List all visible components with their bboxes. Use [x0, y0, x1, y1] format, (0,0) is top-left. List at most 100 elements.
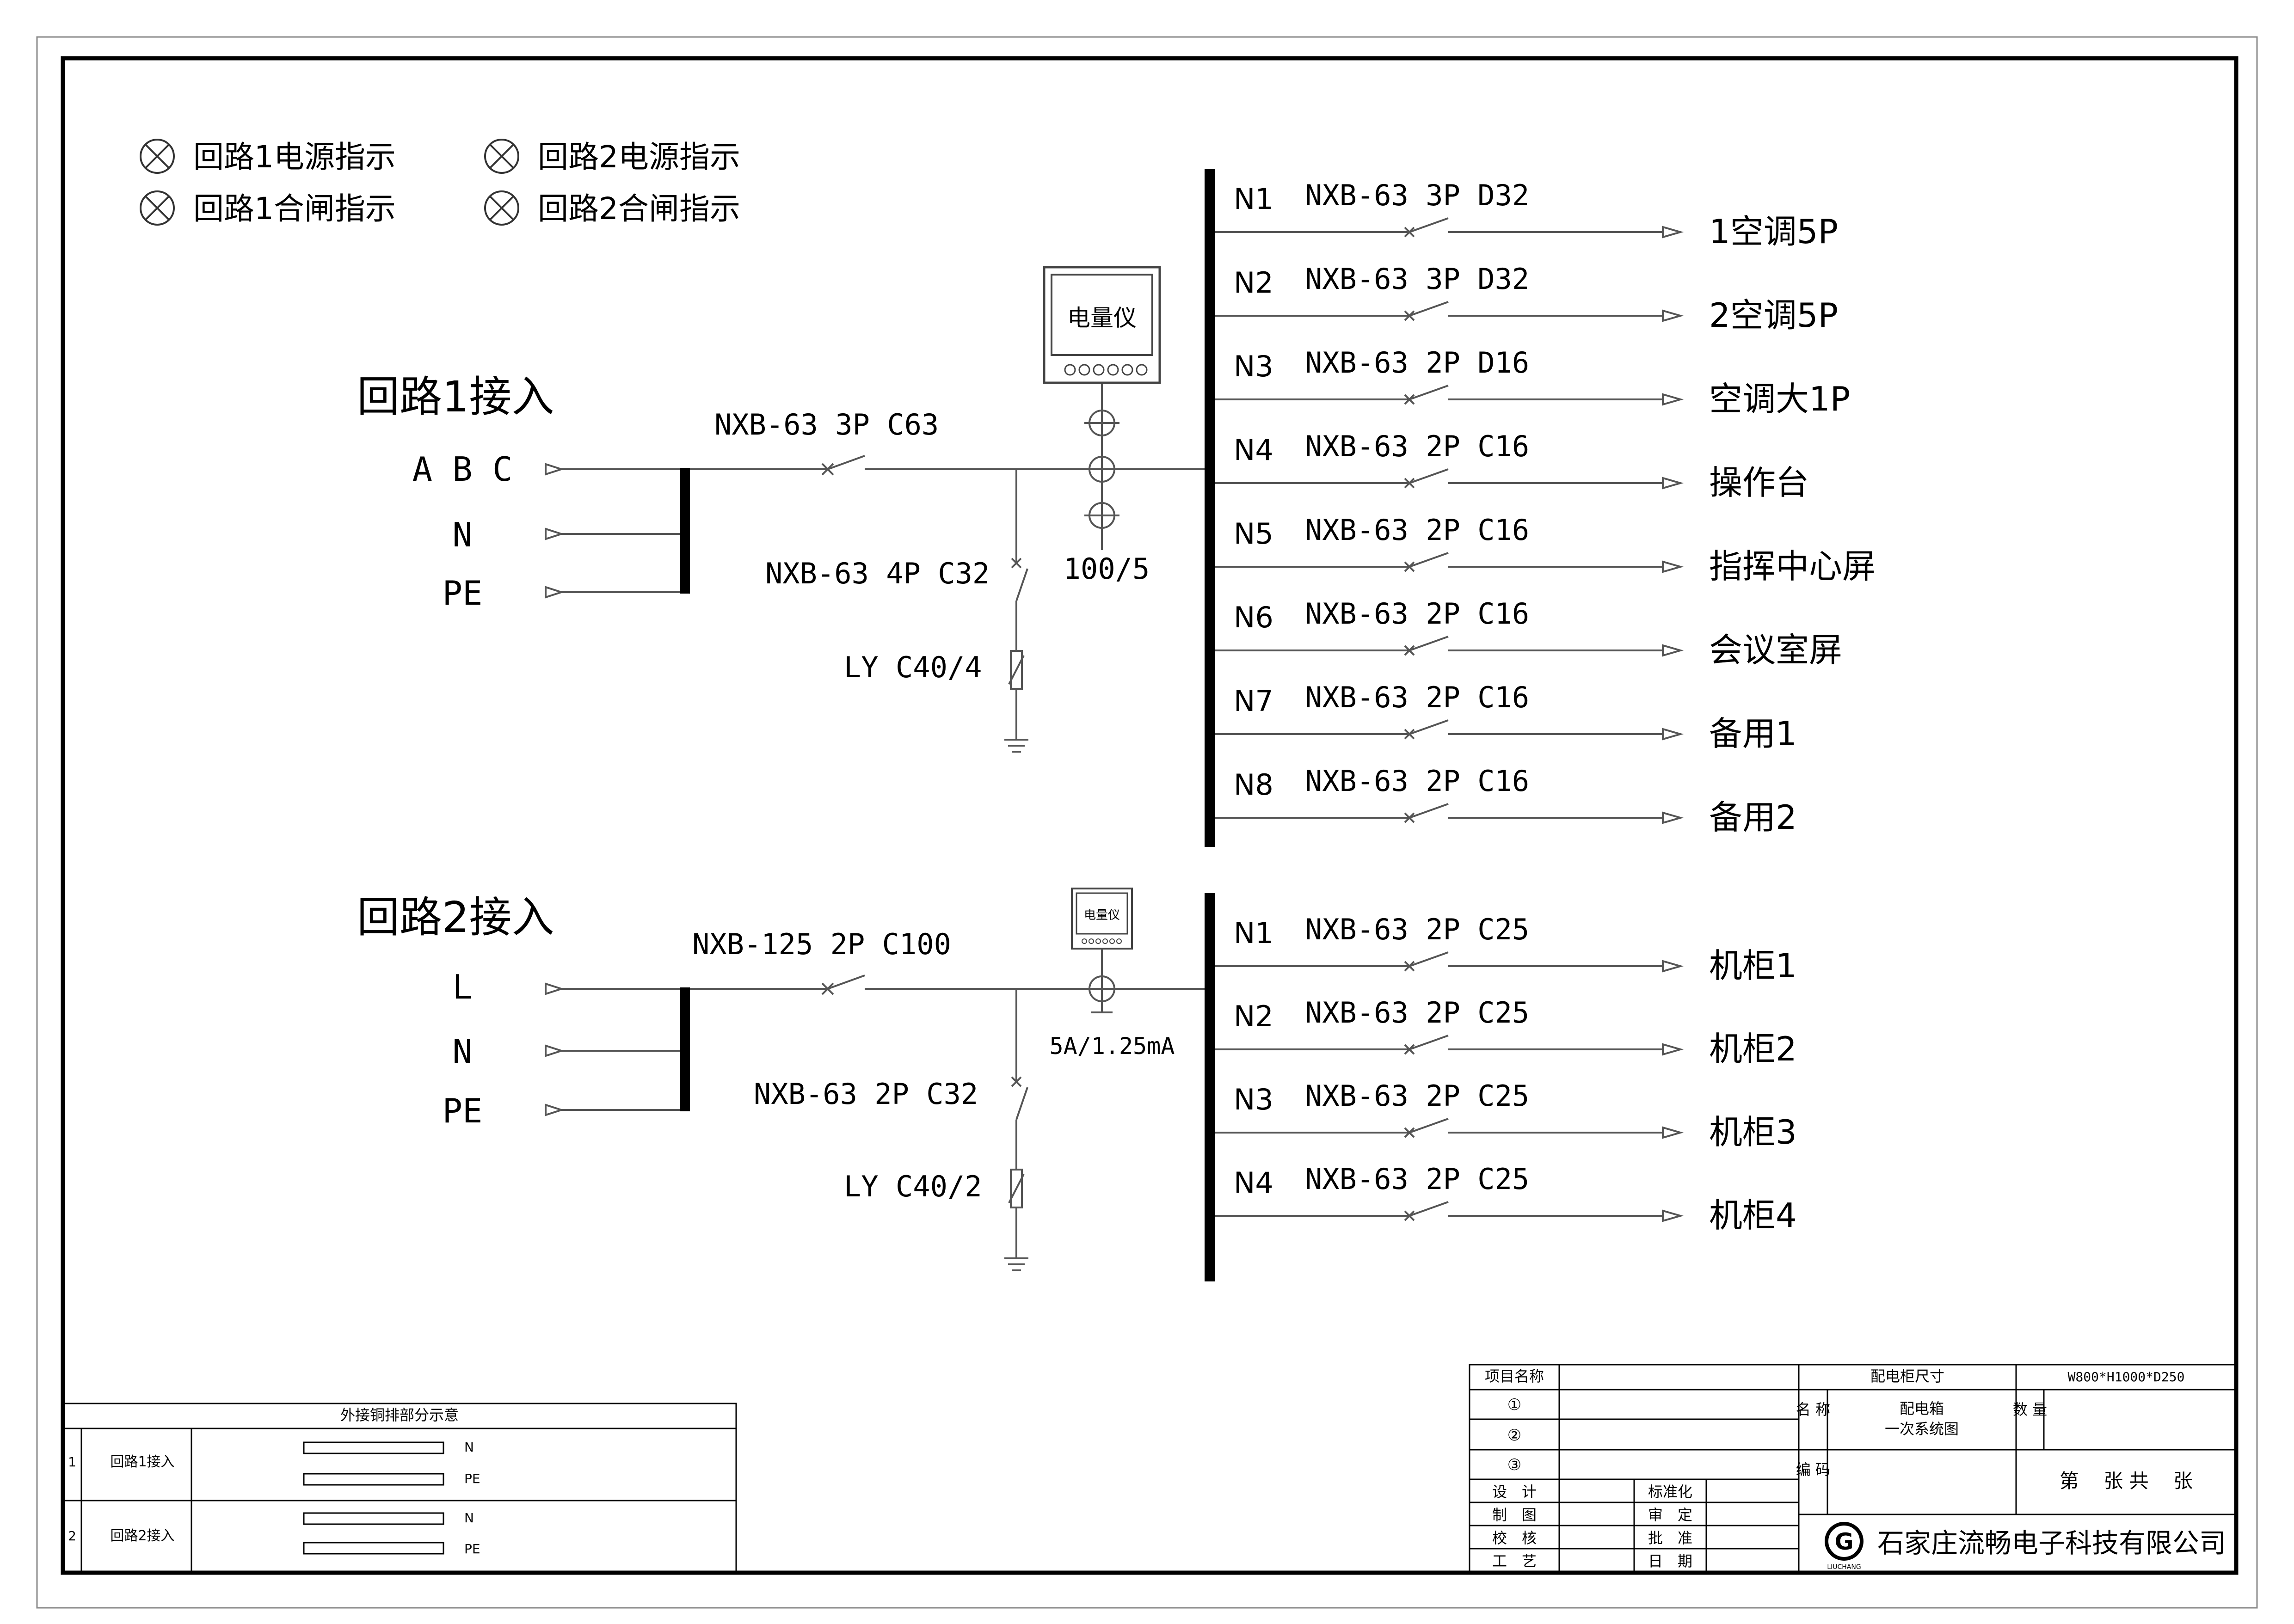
breaker-switch-icon: [1215, 385, 1684, 406]
name-value: 一次系统图: [1885, 1420, 1959, 1438]
role-label: 审 定: [1648, 1506, 1692, 1524]
branch-id: N7: [1234, 684, 1273, 718]
circuit-1: 回路1接入 A B C N PE NXB-63 3P C63 电量仪: [357, 169, 1876, 847]
branch-load-label: 空调大1P: [1709, 380, 1850, 418]
branch-breaker-label: NXB-63 2P C16: [1305, 764, 1529, 798]
surge-breaker-label: NXB-63 4P C32: [765, 557, 990, 590]
legend-label: 回路1电源指示: [193, 139, 396, 175]
branch-load-label: 会议室屏: [1709, 631, 1842, 669]
project-name-label: 项目名称: [1485, 1367, 1544, 1385]
terminal-arrow-icon: [545, 527, 565, 540]
outgoing-arrow-icon: [1662, 226, 1684, 239]
breaker-switch-icon: [1215, 1035, 1684, 1056]
branch-breaker-label: NXB-63 2P C16: [1305, 680, 1529, 714]
branch-id: N5: [1234, 517, 1273, 551]
power-meter: 电量仪: [1071, 888, 1133, 950]
branch-id: N4: [1234, 433, 1273, 467]
name-label: 名 称: [1796, 1401, 1830, 1418]
outgoing-arrow-icon: [1662, 1126, 1684, 1139]
breaker-switch-icon: [1215, 719, 1684, 741]
inner-frame: [61, 56, 2239, 1575]
lamp-icon: [484, 139, 519, 174]
ground-icon: [1004, 1257, 1028, 1271]
terminal-arrow-icon: [545, 982, 565, 995]
branch-load-label: 指挥中心屏: [1709, 547, 1876, 586]
lamp-icon: [140, 139, 175, 174]
branch-breaker-label: NXB-63 2P C16: [1305, 597, 1529, 631]
branch-breaker-label: NXB-63 2P C25: [1305, 1162, 1529, 1196]
revision-mark: ②: [1507, 1426, 1521, 1445]
cabinet-size-value: W800*H1000*D250: [2068, 1369, 2185, 1385]
role-label: 工 艺: [1492, 1552, 1537, 1570]
input-label: PE: [443, 1091, 483, 1130]
role-label: 批 准: [1648, 1529, 1692, 1547]
title-block: [1469, 1364, 2237, 1574]
branch-breaker-label: NXB-63 2P C25: [1305, 996, 1529, 1030]
table-title: 外接铜排部分示意: [340, 1406, 459, 1424]
breaker-switch-icon: [1215, 803, 1684, 824]
branch-breaker-label: NXB-63 2P C16: [1305, 429, 1529, 463]
branch-load-label: 备用1: [1709, 714, 1797, 753]
circuit-2: 回路2接入 L N PE NXB-125 2P C100 电量仪: [357, 888, 1797, 1281]
branch-id: N2: [1234, 999, 1273, 1033]
input-label: A B C: [412, 450, 513, 489]
breaker-switch-icon: [1215, 468, 1684, 490]
row-name: 回路1接入: [110, 1454, 174, 1470]
logo-subtext: LIUCHANG: [1827, 1563, 1861, 1571]
logo-letter: G: [1834, 1528, 1853, 1555]
branch-circuit: N8 NXB-63 2P C16 备用2: [1215, 764, 1797, 837]
main-breaker-label: NXB-63 3P C63: [714, 408, 939, 441]
copper-bar-icon: [303, 1441, 444, 1454]
outgoing-arrow-icon: [1662, 728, 1684, 741]
main-breaker-label: NXB-125 2P C100: [692, 927, 951, 961]
circuit-title: 回路2接入: [357, 893, 554, 942]
legend-label: 回路2合闸指示: [538, 191, 740, 227]
company-logo: G LIUCHANG: [1825, 1522, 1863, 1571]
branch-load-label: 机柜3: [1709, 1113, 1797, 1152]
meter-label: 电量仪: [1084, 908, 1120, 922]
main-breaker-switch-icon: [690, 974, 1209, 995]
branch-breaker-label: NXB-63 2P D16: [1305, 346, 1529, 380]
copper-bar-icon: [303, 1512, 444, 1525]
branch-load-label: 备用2: [1709, 798, 1797, 837]
branch-breaker-label: NXB-63 2P C25: [1305, 913, 1529, 946]
busbar-table-text: 外接铜排部分示意 1 回路1接入 N PE 2 回路2接入 N PE: [68, 1406, 480, 1557]
breaker-switch-icon: [1215, 552, 1684, 573]
outer-frame: [36, 36, 2258, 1609]
copper-bar-icon: [303, 1542, 444, 1555]
quantity-label: 数 量: [2013, 1401, 2047, 1418]
sheet-number: 第 张 共 张: [2060, 1470, 2193, 1492]
branch-id: N4: [1234, 1166, 1273, 1200]
distribution-busbar: [1205, 169, 1215, 847]
branch-circuit: N7 NXB-63 2P C16 备用1: [1215, 680, 1797, 753]
breaker-switch-icon: [1215, 301, 1684, 322]
branch-breaker-label: NXB-63 3P D32: [1305, 178, 1529, 212]
power-meter: 电量仪: [1043, 266, 1161, 384]
title-block-text: 项目名称 配电柜尺寸 W800*H1000*D250 ① ② ③ 名 称 配电箱…: [1485, 1367, 2226, 1571]
branch-id: N8: [1234, 768, 1273, 802]
outgoing-arrow-icon: [1662, 1043, 1684, 1056]
branch-id: N1: [1234, 916, 1273, 950]
revision-mark: ③: [1507, 1456, 1521, 1474]
surge-protection-branch: [1004, 989, 1028, 1271]
branch-breaker-label: NXB-63 2P C16: [1305, 513, 1529, 547]
row-number: 2: [68, 1528, 76, 1544]
input-busbar: [680, 468, 690, 594]
branch-id: N3: [1234, 349, 1273, 383]
current-transformer-icon: [1084, 949, 1119, 1013]
outgoing-arrow-icon: [1662, 644, 1684, 657]
meter-label: 电量仪: [1067, 305, 1137, 331]
surge-protection-branch: [1004, 469, 1028, 753]
input-label: PE: [443, 574, 483, 613]
outgoing-arrow-icon: [1662, 393, 1684, 406]
bar-label: PE: [464, 1541, 480, 1557]
role-label: 校 核: [1492, 1529, 1537, 1547]
